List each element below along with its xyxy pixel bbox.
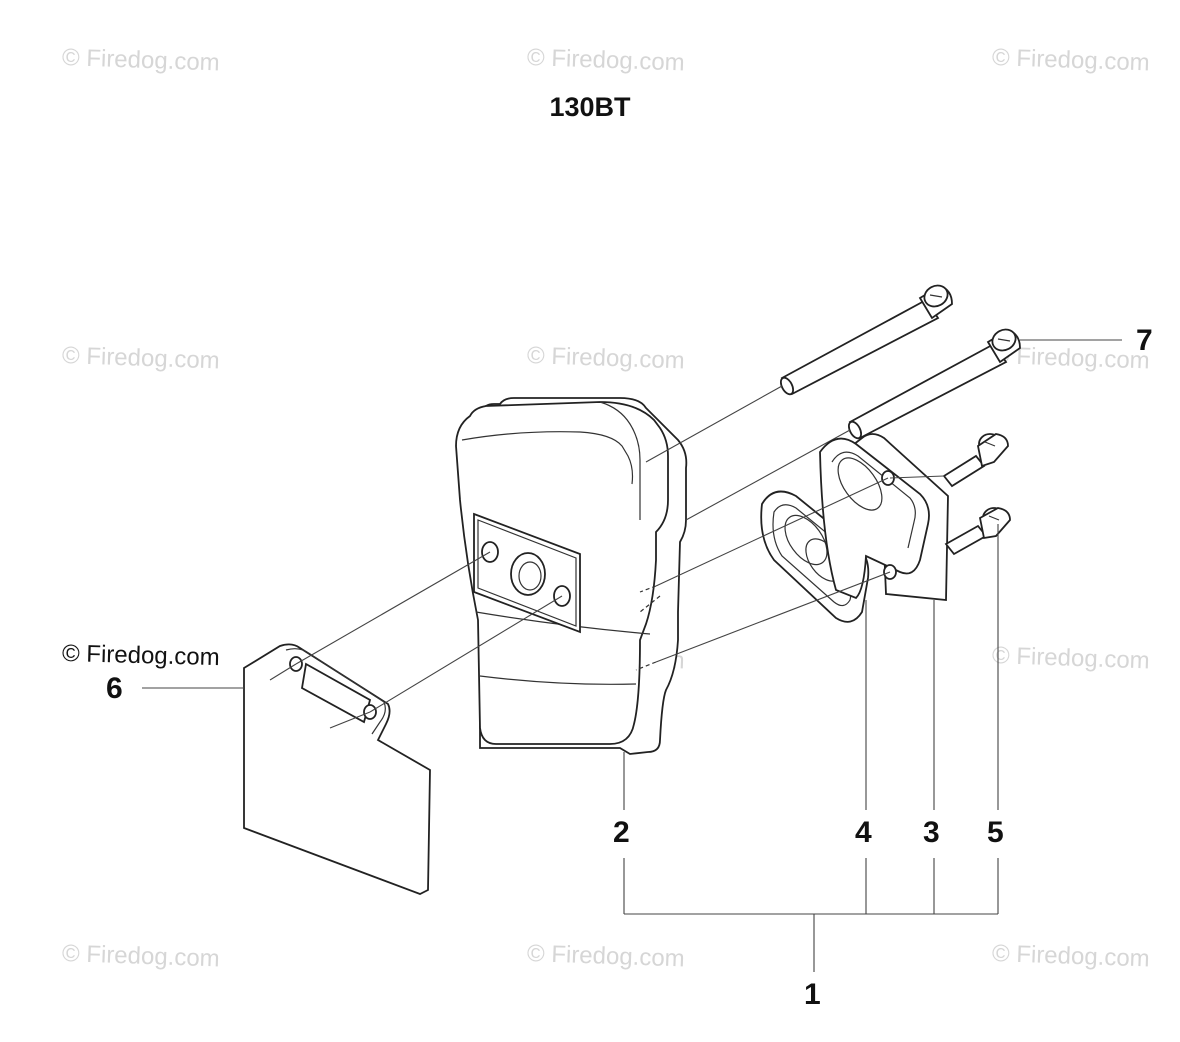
- callout-1: 1: [804, 978, 821, 1011]
- callout-4: 4: [855, 816, 872, 849]
- callout-5: 5: [987, 816, 1004, 849]
- deflector-cover-plate: [819, 433, 949, 601]
- muffler-body: [455, 397, 688, 755]
- bolt-long-item-7: [847, 328, 1021, 440]
- callout-2: 2: [613, 816, 630, 849]
- muffler-gasket: [243, 643, 431, 895]
- bolt-long-upper: [779, 284, 953, 396]
- assembly-bracket: [623, 858, 999, 972]
- callout-7: 7: [1136, 324, 1153, 357]
- screw-upper: [942, 433, 1009, 488]
- model-title: 130BT: [549, 92, 631, 122]
- callout-6: 6: [106, 672, 123, 705]
- callout-3: 3: [923, 816, 940, 849]
- screw-lower: [944, 507, 1011, 556]
